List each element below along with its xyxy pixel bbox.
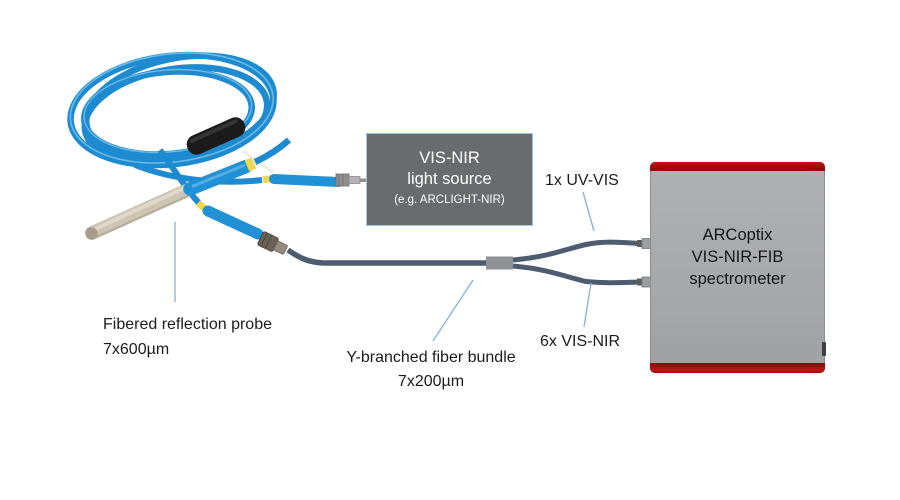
light-source-title-line2: light source bbox=[407, 170, 492, 188]
probe-tip-icon bbox=[85, 182, 197, 240]
callout-lines bbox=[174, 191, 595, 342]
spectrometer-side-tab bbox=[822, 342, 826, 356]
probe-label-spec: 7x600µm bbox=[103, 341, 170, 358]
smafiber-connector-icon bbox=[335, 173, 367, 187]
y-branched-fiber-bundle bbox=[286, 238, 653, 288]
bundle-label-spec: 7x200µm bbox=[397, 373, 465, 390]
uv-vis-callout-line bbox=[582, 191, 595, 232]
label-vis-nir-input: 6x VIS-NIR bbox=[540, 333, 621, 350]
label-uv-vis-input: 1x UV-VIS bbox=[545, 172, 619, 189]
bundle-callout-line bbox=[432, 279, 474, 342]
bundle-branch-cable bbox=[157, 148, 288, 255]
spectrometer-red-top-bar bbox=[650, 162, 825, 171]
vis-nir-callout-line bbox=[583, 282, 592, 328]
bundle-label-name: Y-branched fiber bundle bbox=[346, 349, 516, 366]
label-reflection-probe: Fibered reflection probe 7x600µm bbox=[103, 312, 272, 362]
reflection-probe-photo bbox=[67, 51, 367, 255]
probe-cable-connector-icon bbox=[257, 231, 288, 255]
light-source-subtitle: (e.g. ARCLIGHT-NIR) bbox=[394, 194, 505, 206]
probe-label-name: Fibered reflection probe bbox=[103, 316, 272, 333]
coiled-cable-icon bbox=[67, 51, 277, 169]
spectrometer-model: VIS-NIR-FIB bbox=[691, 248, 784, 266]
spectrometer-brand: ARCoptix bbox=[702, 226, 773, 244]
spectrometer-type: spectrometer bbox=[689, 270, 786, 288]
black-sleeve-icon bbox=[186, 117, 246, 155]
bundle-upper-branch bbox=[512, 239, 640, 263]
bundle-lower-branch bbox=[512, 263, 640, 286]
spectrometer-box: ARCoptix VIS-NIR-FIB spectrometer bbox=[650, 162, 825, 373]
light-source-title-line1: VIS-NIR bbox=[419, 149, 480, 167]
probe-handle bbox=[183, 137, 292, 196]
light-source-branch-cable bbox=[133, 162, 367, 187]
light-source-box: VIS-NIR light source (e.g. ARCLIGHT-NIR) bbox=[366, 133, 533, 226]
label-fiber-bundle: Y-branched fiber bundle 7x200µm bbox=[330, 346, 532, 394]
bundle-main-cable bbox=[286, 247, 487, 266]
spectrometer-red-bottom-bar bbox=[650, 363, 825, 373]
junction-block-icon bbox=[486, 256, 513, 270]
